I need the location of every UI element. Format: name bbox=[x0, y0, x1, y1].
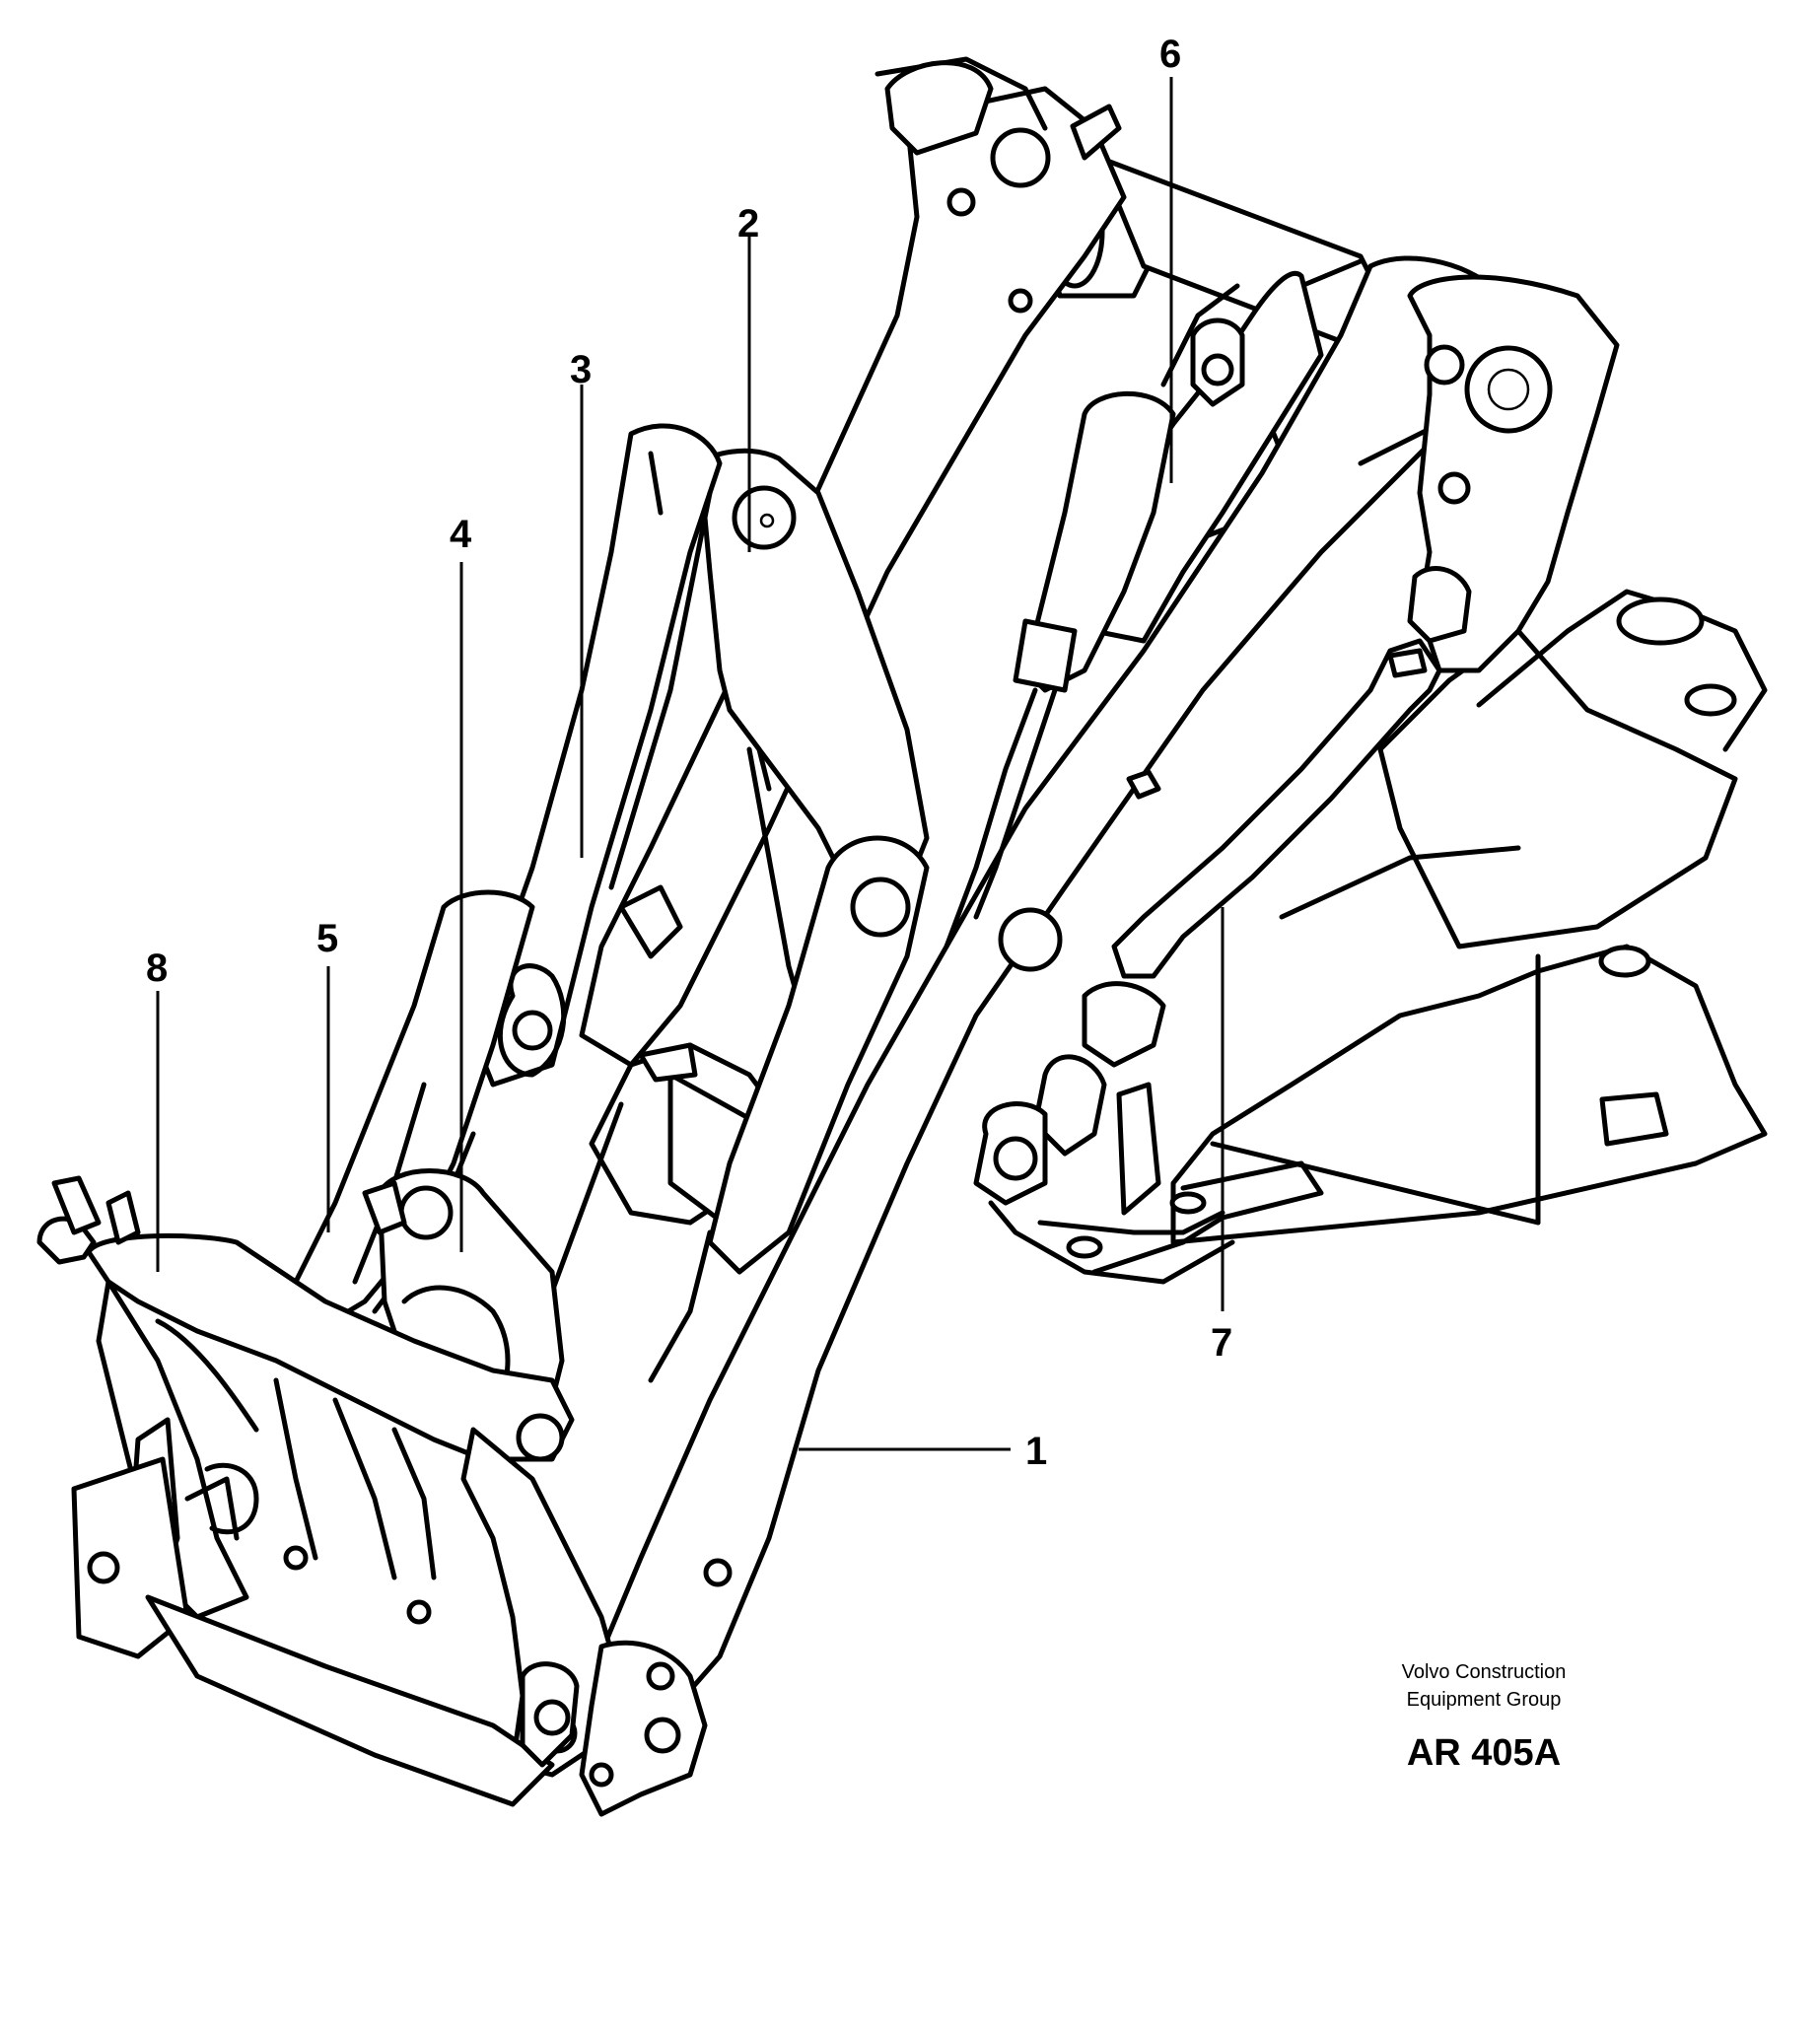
callout-3: 3 bbox=[570, 348, 592, 391]
lower-right-arm bbox=[1091, 271, 1324, 644]
caption-company-line1: Volvo Construction bbox=[1402, 1661, 1567, 1683]
callout-7: 7 bbox=[1211, 1321, 1232, 1365]
caption: Volvo Construction Equipment Group AR 40… bbox=[1402, 1661, 1567, 1774]
center-link bbox=[707, 835, 930, 1275]
callout-6: 6 bbox=[1159, 33, 1181, 76]
hydraulic-cylinder-6 bbox=[944, 390, 1176, 949]
callout-labels: 1 2 3 4 5 6 7 8 bbox=[146, 33, 1232, 1473]
caption-drawing-code: AR 405A bbox=[1407, 1732, 1561, 1774]
quick-coupler-8 bbox=[36, 1175, 624, 1807]
caption-company-line2: Equipment Group bbox=[1407, 1689, 1562, 1711]
callout-2: 2 bbox=[737, 202, 759, 246]
callout-1: 1 bbox=[1025, 1430, 1047, 1473]
leader-lines bbox=[156, 77, 1225, 1451]
hydraulic-cylinder-7 bbox=[973, 638, 1442, 1206]
callout-8: 8 bbox=[146, 947, 168, 990]
callout-4: 4 bbox=[450, 513, 472, 556]
callout-5: 5 bbox=[316, 917, 338, 960]
rear-frame bbox=[988, 589, 1768, 1285]
bottom-mount bbox=[520, 1558, 733, 1817]
